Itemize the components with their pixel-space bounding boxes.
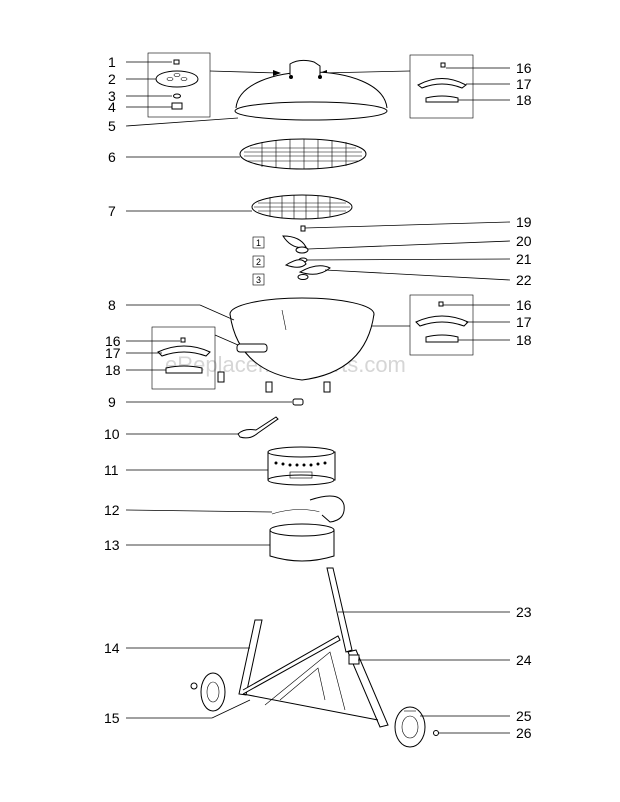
part-15-leg-frame [242,635,379,721]
callout-16-left: 16 [105,333,121,349]
part-24-leg-socket [348,654,360,665]
wheel-left [190,672,226,712]
callout-11: 11 [104,462,119,478]
inset-handle-mid-left [151,326,239,390]
callout-17-top: 17 [516,76,532,92]
step-box-3 [252,273,265,286]
callout-2: 2 [108,71,116,87]
part-13-ash-pan [269,523,335,562]
callout-20: 20 [516,233,532,249]
arrow-to-lid-left [209,70,279,74]
callout-17-left: 17 [105,345,121,361]
callout-16-right: 16 [516,297,532,313]
part-26-wheel-cap [433,730,439,736]
step-box-1-label: 1 [256,238,261,248]
inset-lid-vent [147,52,211,118]
callout-3: 3 [108,88,116,104]
callout-17-right: 17 [516,314,532,330]
callout-26: 26 [516,725,532,741]
callout-5: 5 [108,118,116,134]
callout-15: 15 [104,710,120,726]
callout-18-right: 18 [516,332,532,348]
callout-numbers: 1 2 3 4 5 6 7 8 16 17 18 9 10 11 12 13 1… [104,54,532,741]
callout-18-top: 18 [516,92,532,108]
leader-lines [125,61,511,734]
part-11-charcoal-basket [267,446,336,486]
callout-6: 6 [108,149,116,165]
callout-18-left: 18 [105,362,121,378]
arrow-to-lid-right [321,70,411,74]
cooking-grate [239,138,367,170]
callout-12: 12 [104,502,120,518]
callout-19: 19 [516,214,532,230]
callout-23: 23 [516,604,532,620]
step-box-3-label: 3 [256,275,261,285]
step-box-2 [252,255,265,268]
grill-bowl [217,297,375,393]
callout-22: 22 [516,272,532,288]
callout-16-top: 16 [516,60,532,76]
part-12-wire-handle [271,495,345,523]
grill-lid [234,59,388,121]
inset-handle-mid-right [409,294,474,356]
callout-1: 1 [108,54,116,70]
part-9-clip [292,398,304,406]
callout-25: 25 [516,708,532,724]
callout-14: 14 [104,640,120,656]
callout-9: 9 [108,394,116,410]
callout-13: 13 [104,537,120,553]
wheel-25 [394,706,426,748]
step-box-2-label: 2 [256,257,261,267]
callout-24: 24 [516,652,532,668]
callout-10: 10 [104,426,120,442]
part-10-handle [237,416,279,439]
step-box-1 [252,236,265,249]
charcoal-grate [251,194,353,220]
callout-8: 8 [108,297,116,313]
inset-handle-top [409,54,474,119]
callout-4: 4 [108,99,116,115]
leg-23 [326,567,389,728]
callout-21: 21 [516,251,532,267]
ash-sweeper-parts [282,225,331,280]
callout-7: 7 [108,203,116,219]
